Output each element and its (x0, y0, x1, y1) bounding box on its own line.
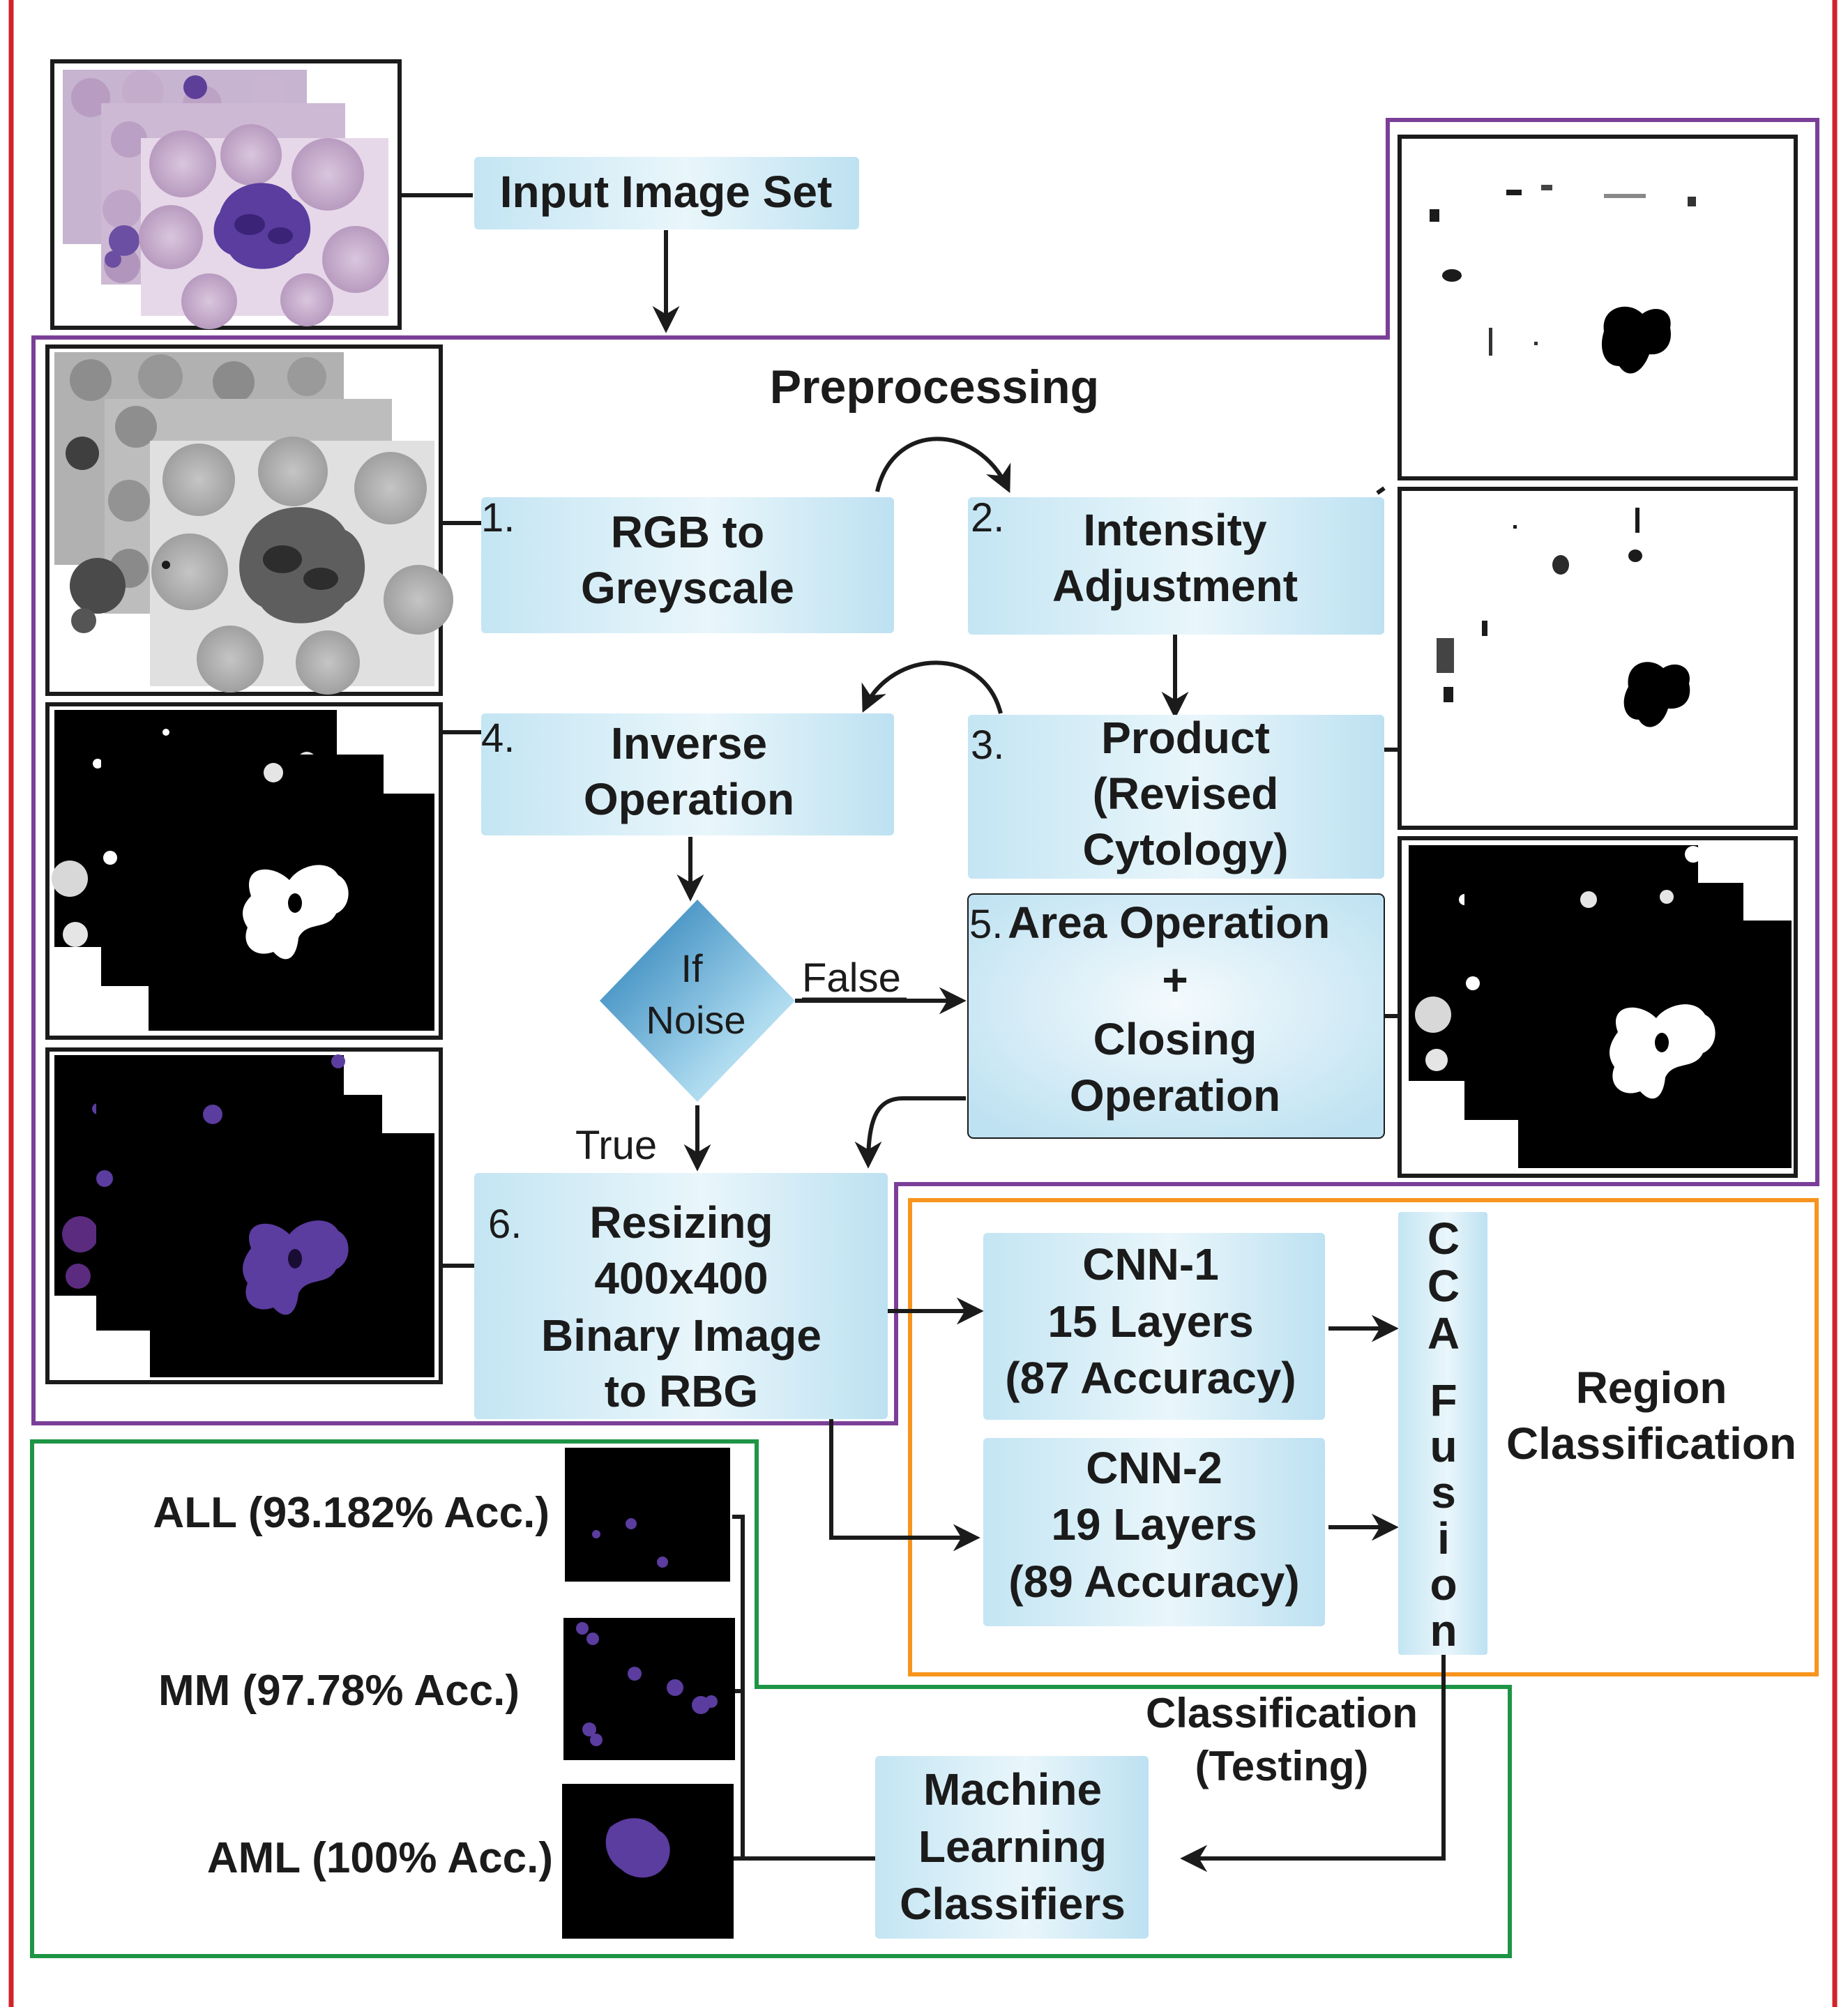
classification-testing-line1: Classification (1146, 1690, 1418, 1736)
cnn2-line3: (89 Accuracy) (1008, 1557, 1299, 1607)
region-label-line1: Region (1576, 1363, 1727, 1413)
step4-line1: Inverse (611, 718, 767, 768)
classification-testing-line2: (Testing) (1195, 1743, 1369, 1789)
false-label: False (802, 955, 901, 1001)
ml-line1: Machine (923, 1764, 1102, 1815)
step3-line3: Cytology) (1082, 824, 1288, 874)
cnn1-line2: 15 Layers (1047, 1296, 1253, 1347)
cnn2-line1: CNN-2 (1086, 1443, 1222, 1493)
step1-box: 1. RGB to Greyscale (481, 495, 894, 633)
classification-region-outline (30, 1439, 1512, 1958)
preprocessing-region-outline (31, 118, 1819, 1425)
step3-number: 3. (971, 722, 1004, 768)
fusion-letter-7: o (1430, 1559, 1457, 1610)
all-result-label: ALL (93.182% Acc.) (153, 1489, 550, 1537)
fusion-letter-2: A (1427, 1308, 1460, 1358)
step6-number: 6. (488, 1202, 522, 1247)
fusion-letter-8: n (1430, 1605, 1457, 1656)
step4-box: 4. Inverse Operation (481, 713, 894, 835)
step1-line2: Greyscale (581, 563, 794, 613)
fusion-letter-1: C (1427, 1261, 1460, 1311)
step4-line2: Operation (584, 774, 794, 824)
input-image-set-box: Input Image Set (474, 157, 859, 229)
fusion-letter-6: i (1437, 1513, 1450, 1563)
true-label: True (575, 1123, 657, 1168)
input-image-stack (50, 59, 402, 330)
step1-line1: RGB to (611, 507, 764, 557)
intensity-adjusted-image (1398, 135, 1798, 480)
step5-line4: Operation (1070, 1070, 1280, 1121)
step6-line1: Resizing (589, 1197, 773, 1248)
cnn1-line1: CNN-1 (1082, 1239, 1219, 1289)
step3-line2: (Revised (1093, 768, 1279, 819)
step4-number: 4. (481, 715, 515, 761)
if-noise-decision: If Noise (600, 900, 795, 1102)
step5-line2: + (1162, 955, 1188, 1005)
region-label-line2: Classification (1506, 1418, 1796, 1469)
preprocessing-title: Preprocessing (770, 361, 1099, 414)
step2-line2: Adjustment (1052, 561, 1298, 611)
cnn-region-outline (908, 1198, 1819, 1676)
aml-result-label: AML (100% Acc.) (207, 1834, 553, 1882)
decision-line2: Noise (646, 998, 745, 1042)
fusion-letter-0: C (1427, 1213, 1460, 1264)
step5-line3: Closing (1093, 1014, 1257, 1064)
decision-line1: If (681, 946, 703, 990)
cnn1-line3: (87 Accuracy) (1005, 1353, 1296, 1403)
step6-box: 6. Resizing 400x400 Binary Image to RBG (474, 1173, 888, 1419)
step3-line1: Product (1101, 713, 1270, 763)
cca-fusion-box: C C A F u s i o n (1398, 1212, 1487, 1656)
inverse-image-stack (45, 702, 443, 1040)
step5-line1: Area Operation (1008, 898, 1330, 948)
step5-box: 5. Area Operation + Closing Operation (967, 893, 1385, 1139)
input-image-set-label: Input Image Set (500, 167, 833, 217)
closing-image-stack (1398, 836, 1798, 1178)
fusion-letter-3: F (1430, 1375, 1457, 1425)
step6-line3: Binary Image (541, 1310, 821, 1361)
ml-line2: Learning (918, 1822, 1107, 1872)
cnn1-box: CNN-1 15 Layers (87 Accuracy) (983, 1233, 1325, 1420)
fusion-letter-5: s (1431, 1467, 1456, 1517)
aml-result-thumbnail (562, 1784, 734, 1939)
step2-line1: Intensity (1083, 505, 1267, 555)
step6-line4: to RBG (605, 1366, 758, 1416)
fusion-letter-4: u (1430, 1421, 1457, 1471)
step5-number: 5. (969, 902, 1003, 947)
mm-result-label: MM (97.78% Acc.) (158, 1667, 520, 1715)
step3-box: 3. Product (Revised Cytology) (968, 713, 1384, 879)
greyscale-image-stack (45, 344, 453, 696)
ml-line3: Classifiers (900, 1879, 1126, 1929)
step1-number: 1. (481, 495, 515, 540)
product-image (1398, 487, 1798, 830)
mm-result-thumbnail (563, 1618, 735, 1760)
connectors (400, 193, 1446, 1872)
step6-line2: 400x400 (594, 1253, 768, 1303)
cnn2-line2: 19 Layers (1051, 1499, 1257, 1550)
step2-box: 2. Intensity Adjustment (968, 495, 1384, 635)
all-result-thumbnail (565, 1448, 730, 1582)
segmented-image-stack (45, 1047, 443, 1384)
ml-classifiers-box: Machine Learning Classifiers (875, 1756, 1149, 1939)
step2-number: 2. (971, 495, 1004, 540)
cnn2-box: CNN-2 19 Layers (89 Accuracy) (983, 1438, 1325, 1626)
